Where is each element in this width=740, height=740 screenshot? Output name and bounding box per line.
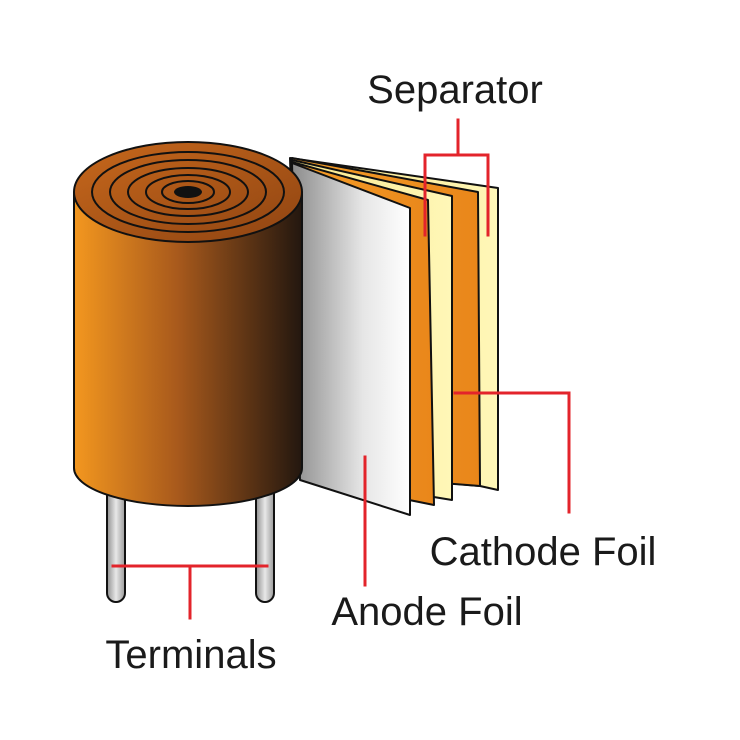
cathode-foil-callout xyxy=(453,391,571,514)
separator-label: Separator xyxy=(367,68,543,112)
anode-foil-label: Anode Foil xyxy=(331,590,522,634)
cathode-foil-label: Cathode Foil xyxy=(430,530,657,574)
roll-core-hole xyxy=(174,186,202,198)
anode-foil-sheet xyxy=(291,162,411,516)
separator-callout xyxy=(423,118,490,237)
terminals-callout xyxy=(111,564,269,620)
terminals-label: Terminals xyxy=(105,633,276,677)
wound-capacitor-roll-icon xyxy=(73,141,303,507)
